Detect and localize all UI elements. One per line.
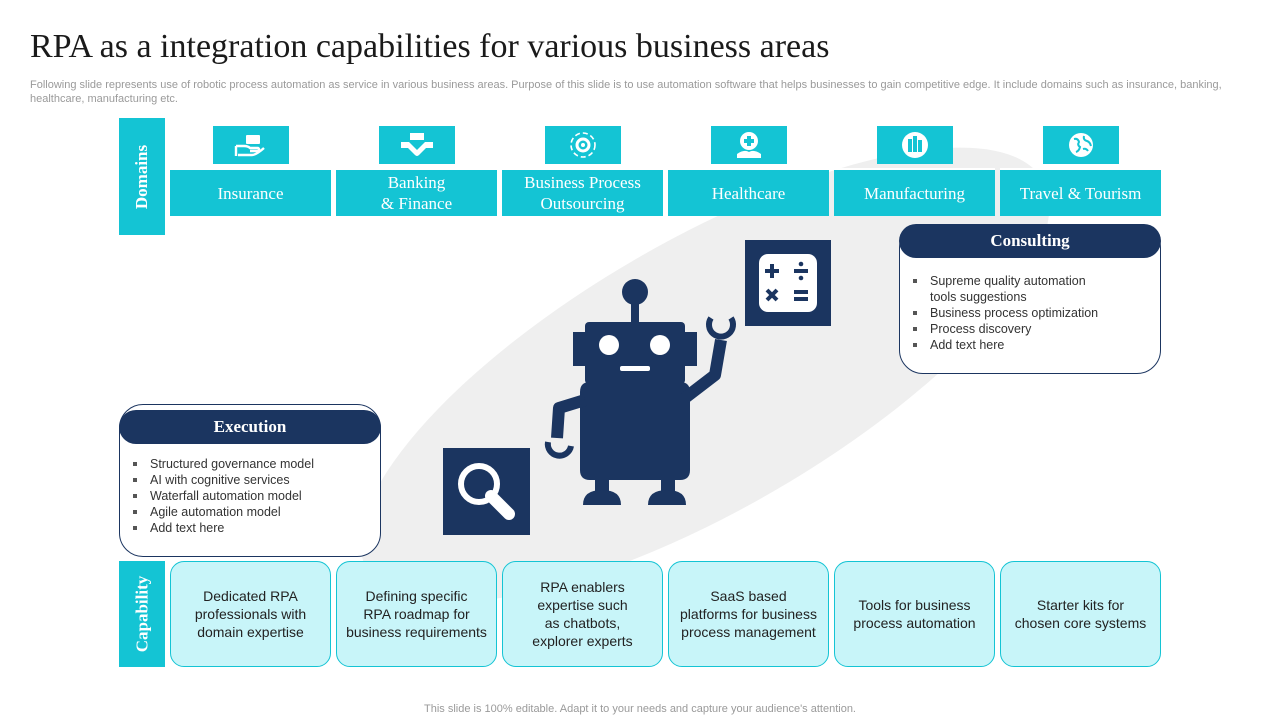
list-item: Supreme quality automation tools suggest… [912,273,1098,305]
magnifier-icon [443,448,530,535]
list-item: Waterfall automation model [133,488,314,504]
capability-card: SaaS based platforms for business proces… [668,561,829,667]
insurance-hand-icon [213,126,289,164]
domain-travel[interactable]: Travel & Tourism [1000,126,1161,216]
domain-bpo[interactable]: Business Process Outsourcing [502,126,663,216]
domain-label: Insurance [170,168,331,216]
medical-hand-icon [711,126,787,164]
list-item: Add text here [133,520,314,536]
domain-label: Travel & Tourism [1000,168,1161,216]
list-item: Structured governance model [133,457,314,471]
domain-label: Banking & Finance [336,168,497,216]
domain-insurance[interactable]: Insurance [170,126,331,216]
capability-card: Defining specific RPA roadmap for busine… [336,561,497,667]
list-item: Agile automation model [133,504,314,520]
execution-list: Structured governance model AI with cogn… [130,456,314,536]
consulting-title: Consulting [899,224,1161,258]
execution-title: Execution [119,410,381,444]
consulting-list: Supreme quality automation tools suggest… [910,273,1098,353]
capability-card: Dedicated RPA professionals with domain … [170,561,331,667]
capability-card: Starter kits for chosen core systems [1000,561,1161,667]
handshake-icon [379,126,455,164]
calculator-icon [745,240,831,326]
consulting-card: Consulting Supreme quality automation to… [899,224,1161,374]
domain-label: Manufacturing [834,168,995,216]
list-item: Process discovery [912,321,1098,337]
capability-card: Tools for business process automation [834,561,995,667]
execution-card: Execution Structured governance model AI… [119,404,381,557]
list-item: Business process optimization [912,306,1099,320]
domain-banking[interactable]: Banking & Finance [336,126,497,216]
list-item: Add text here [912,337,1098,353]
gear-cycle-icon [545,126,621,164]
domain-manufacturing[interactable]: Manufacturing [834,126,995,216]
domain-label: Business Process Outsourcing [502,168,663,216]
domain-healthcare[interactable]: Healthcare [668,126,829,216]
page-title: RPA as a integration capabilities for va… [30,28,830,65]
capability-label: Capability [119,561,165,667]
domains-label: Domains [119,118,165,235]
capability-card: RPA enablers expertise such as chatbots,… [502,561,663,667]
globe-icon [1043,126,1119,164]
domain-label: Healthcare [668,168,829,216]
factory-icon [877,126,953,164]
page-subtitle: Following slide represents use of roboti… [30,79,1222,105]
footer-note: This slide is 100% editable. Adapt it to… [424,703,856,715]
robot-illustration [544,279,736,505]
list-item: AI with cognitive services [133,472,314,488]
